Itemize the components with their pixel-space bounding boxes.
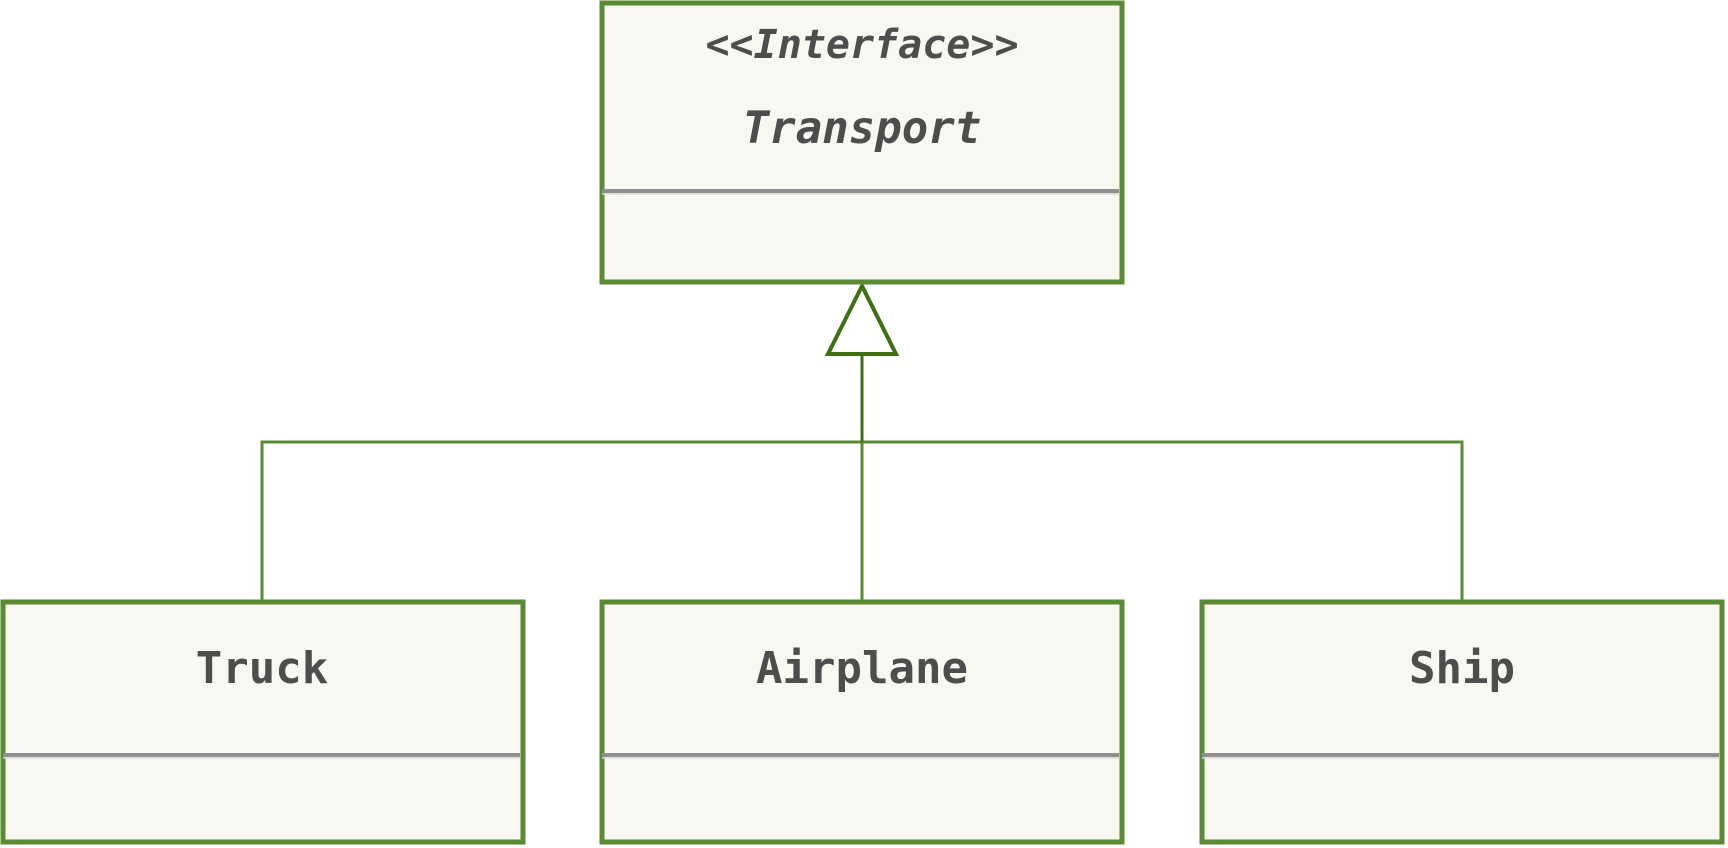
class-name-airplane: Airplane <box>756 643 968 694</box>
class-box-truck <box>0 599 526 845</box>
class-box-airplane <box>599 599 1125 845</box>
connector-truck <box>260 440 862 602</box>
interface-transport[interactable]: <<Interface>> Transport <box>599 0 1125 285</box>
generalization-arrowhead-icon <box>824 281 900 356</box>
class-airplane[interactable]: Airplane <box>599 599 1125 845</box>
interface-stereotype: <<Interface>> <box>705 22 1018 68</box>
interface-box <box>599 0 1125 285</box>
class-truck[interactable]: Truck <box>0 599 526 845</box>
generalization-connectors <box>260 281 1464 602</box>
class-name-truck: Truck <box>196 643 328 694</box>
class-ship[interactable]: Ship <box>1199 599 1725 845</box>
interface-name: Transport <box>743 103 981 154</box>
class-name-ship: Ship <box>1409 643 1515 694</box>
class-box-ship <box>1199 599 1725 845</box>
connector-ship <box>862 440 1464 602</box>
